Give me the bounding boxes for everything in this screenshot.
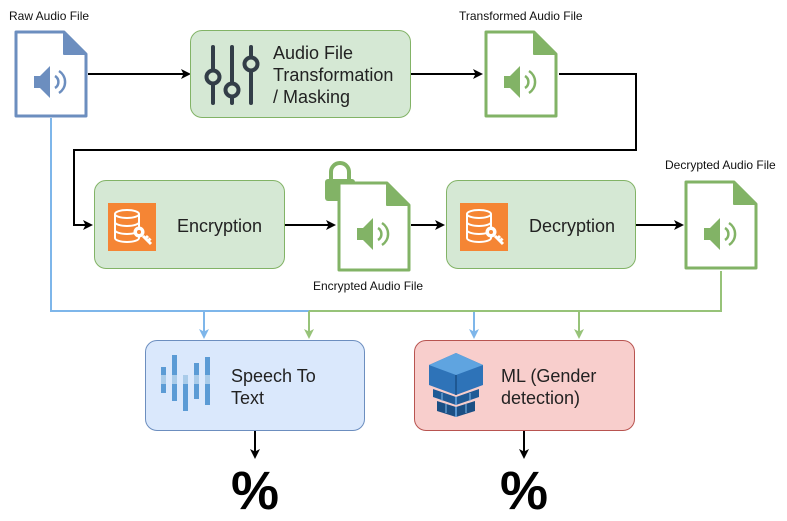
encryption-box: Encryption [94, 180, 285, 269]
green-feed-lines [304, 271, 722, 339]
speech-to-text-label: Speech To Text [231, 366, 316, 408]
ml-gender-detection-box: ML (Gender detection) [414, 340, 635, 431]
equalizer-sliders-icon [204, 45, 260, 105]
decrypted-file-label: Decrypted Audio File [665, 158, 776, 172]
raw-audio-file-icon [14, 30, 88, 118]
speaker-icon [704, 218, 737, 250]
encrypted-audio-file-icon [325, 161, 411, 272]
sound-wave-icon [161, 355, 210, 411]
flow-arrows [73, 69, 684, 459]
speech-result-percent: % [231, 461, 280, 521]
speaker-icon [34, 66, 67, 98]
encrypted-file-label: Encrypted Audio File [313, 279, 424, 293]
transformed-file-label: Transformed Audio File [459, 9, 583, 23]
decryption-label: Decryption [529, 216, 616, 236]
database-key-icon [108, 203, 156, 251]
speaker-icon [357, 218, 390, 250]
transformation-box: Audio File Transformation / Masking [190, 30, 411, 118]
arrow-transformed-to-encryption [73, 73, 637, 230]
transformed-audio-file-icon [484, 30, 558, 118]
decrypted-audio-file-icon [684, 180, 758, 270]
ml-result-percent: % [500, 461, 549, 521]
database-key-icon [460, 203, 508, 251]
ml-cube-stack-icon [429, 353, 483, 417]
speech-to-text-box: Speech To Text [145, 340, 365, 431]
speaker-icon [504, 66, 537, 98]
encryption-label: Encryption [177, 216, 263, 236]
decryption-box: Decryption [446, 180, 636, 269]
raw-file-label: Raw Audio File [9, 9, 90, 23]
ml-gender-detection-label: ML (Gender detection) [501, 366, 597, 408]
transformation-label: Audio File Transformation / Masking [273, 43, 394, 107]
